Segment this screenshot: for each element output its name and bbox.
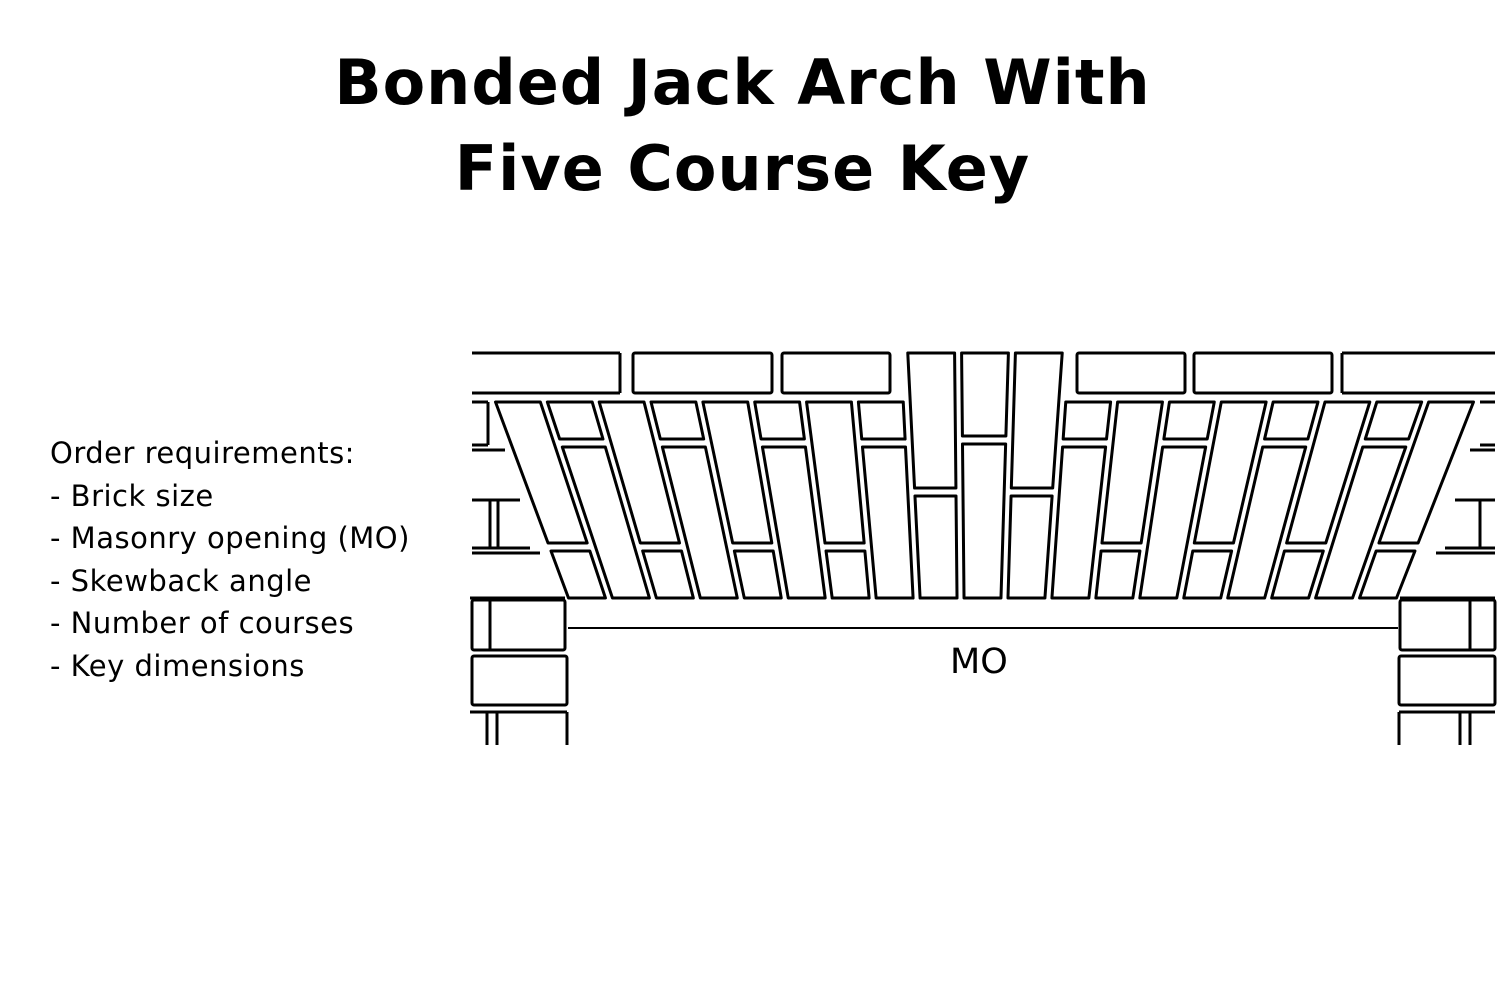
voussoir-brick (549, 549, 607, 600)
wall-brick (631, 351, 774, 395)
voussoir-brick (649, 400, 706, 441)
voussoir-brick (597, 400, 682, 545)
requirement-item: - Skewback angle (50, 563, 313, 598)
voussoir-brick (560, 445, 651, 600)
key-brick (906, 351, 958, 490)
key-brick (960, 442, 1008, 600)
voussoir-brick (753, 400, 806, 441)
wall-brick (1397, 654, 1497, 707)
voussoir-brick (701, 400, 774, 545)
voussoir-brick (660, 445, 739, 600)
masonry-opening-label: MO (950, 642, 1008, 682)
wall-brick (470, 598, 567, 652)
voussoir-brick (1270, 549, 1325, 600)
voussoir-brick (824, 549, 871, 600)
wall-brick (1398, 598, 1497, 652)
wall-brick (1192, 351, 1334, 395)
order-requirements: Order requirements: - Brick size - Mason… (50, 432, 410, 687)
voussoir-brick (1192, 400, 1268, 545)
voussoir-brick (1377, 400, 1475, 545)
voussoir-brick (545, 400, 605, 441)
voussoir-brick (1094, 549, 1142, 600)
voussoir-brick (1263, 400, 1320, 441)
voussoir-brick (1050, 445, 1108, 600)
wall-brick (780, 351, 892, 395)
voussoir-brick (1061, 400, 1113, 441)
voussoir-brick (805, 400, 866, 545)
requirements-heading: Order requirements: (50, 436, 355, 470)
voussoir-brick (1138, 445, 1208, 600)
voussoir-brick (1314, 445, 1408, 600)
requirement-item: - Masonry opening (MO) (50, 521, 410, 555)
voussoir-brick (760, 445, 827, 600)
voussoir-brick (856, 400, 907, 441)
voussoir-brick (1226, 445, 1308, 600)
requirement-item: - Key dimensions (50, 648, 305, 683)
title-line-1: Bonded Jack Arch With (334, 46, 1151, 119)
voussoir-brick (732, 549, 783, 600)
key-brick (913, 494, 959, 600)
voussoir-brick (494, 400, 589, 545)
voussoir-brick (1285, 400, 1372, 545)
wall-brick (470, 654, 569, 707)
voussoir-brick (1358, 549, 1417, 600)
key-brick (960, 351, 1010, 438)
voussoir-brick (1182, 549, 1234, 600)
requirement-item: - Number of courses (50, 606, 355, 640)
requirement-item: - Brick size (50, 478, 214, 513)
voussoir-brick (1162, 400, 1216, 441)
voussoir-brick (1100, 400, 1164, 545)
key-brick (1006, 494, 1054, 600)
voussoir-brick (1363, 400, 1424, 441)
voussoir-brick (641, 549, 695, 600)
voussoir-brick (860, 445, 915, 600)
wall-brick (1075, 351, 1187, 395)
title-line-2: Five Course Key (454, 132, 1031, 205)
key-brick (1009, 351, 1064, 490)
